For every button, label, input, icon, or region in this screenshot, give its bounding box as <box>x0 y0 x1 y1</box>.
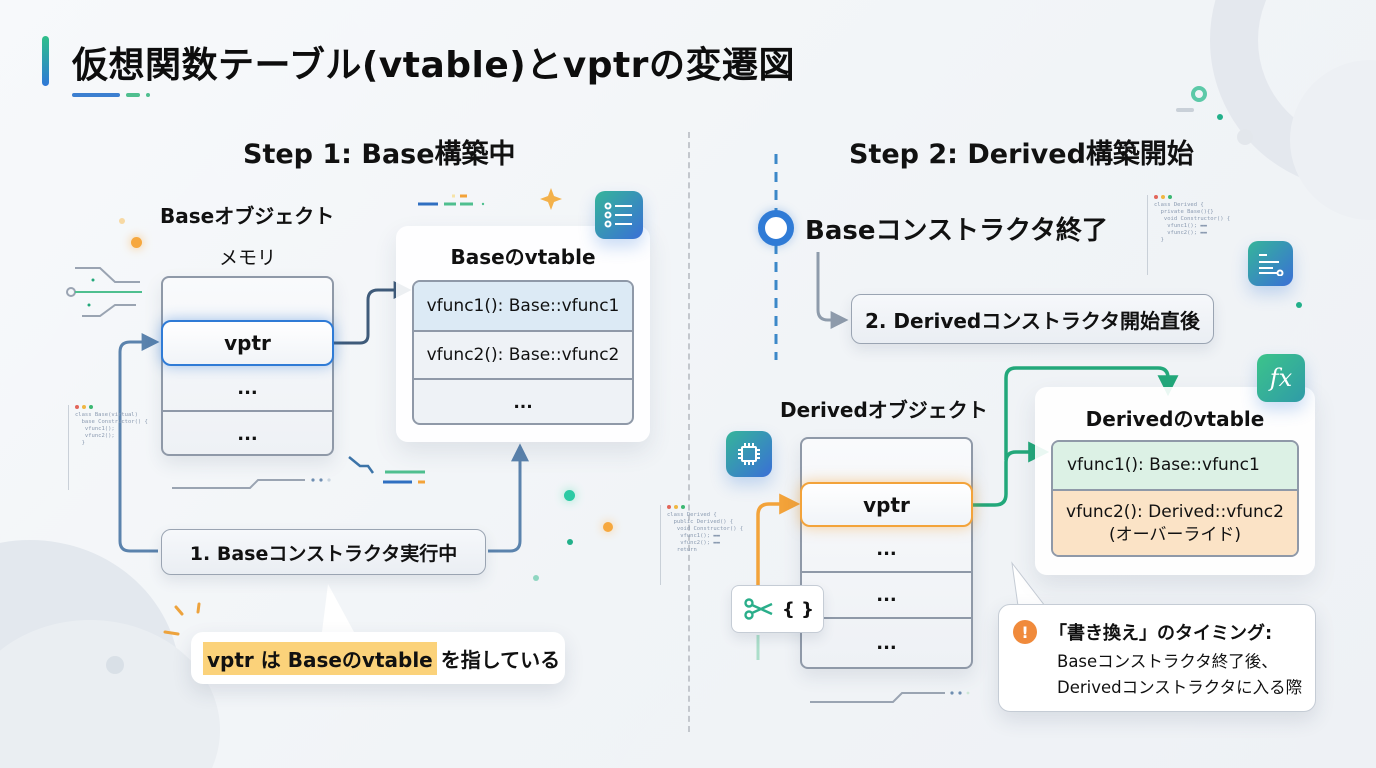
step2-callout: ! 「書き換え」のタイミング: Baseコンストラクタ終了後、 Derivedコ… <box>998 604 1316 712</box>
scissors-icon <box>744 598 773 620</box>
title-underline <box>72 93 150 97</box>
page-title: 仮想関数テーブル(vtable)とvptrの変遷図 <box>72 45 795 86</box>
decor-dot <box>567 539 573 545</box>
code-snippet-decor: class Base(virtual) base Constructor() {… <box>68 405 168 490</box>
step1-heading: Step 1: Base構築中 <box>243 139 516 170</box>
base-object-label: Baseオブジェクト <box>160 204 335 228</box>
list-icon <box>595 191 643 239</box>
base-vptr-cell[interactable]: vptr <box>161 320 334 366</box>
stage1-label: 1. Baseコンストラクタ実行中 <box>161 529 486 575</box>
derived-vtable: vfunc1(): Base::vfunc1 vfunc2(): Derived… <box>1051 440 1299 557</box>
vtable-row-override: vfunc2(): Derived::vfunc2 (オーバーライド) <box>1053 489 1297 555</box>
derived-vtable-card: Derivedのvtable vfunc1(): Base::vfunc1 vf… <box>1035 387 1315 575</box>
callout-heading: 「書き換え」のタイミング: <box>1049 623 1273 644</box>
step1-callout: vptr は Baseのvtable を指している <box>191 632 565 684</box>
callout-line2: Derivedコンストラクタに入る際 <box>1057 678 1303 697</box>
decor-dot <box>131 237 142 248</box>
chip-icon <box>726 431 772 477</box>
step2-heading: Step 2: Derived構築開始 <box>849 139 1194 170</box>
base-object-memory: ... ... <box>161 276 334 456</box>
timeline-node <box>758 210 794 246</box>
base-vtable: vfunc1(): Base::vfunc1 vfunc2(): Base::v… <box>412 280 634 425</box>
decor-dot <box>564 490 575 501</box>
decor-dot <box>106 656 124 674</box>
callout-highlight: vptr は Baseのvtable <box>203 641 437 675</box>
timeline-label: Baseコンストラクタ終了 <box>805 216 1108 246</box>
arrow-timeline-to-stage2 <box>816 252 849 329</box>
code-snippet-decor: class Derived { private Base(){} void Co… <box>1147 195 1262 275</box>
memory-cell: ... <box>163 410 332 456</box>
vtable-row: vfunc1(): Base::vfunc1 <box>414 282 632 330</box>
code-badge-text: { } <box>782 598 814 620</box>
memory-cell: ... <box>876 538 897 560</box>
decor-blob <box>0 620 220 768</box>
callout-tail <box>322 584 354 632</box>
title-accent-bar <box>42 36 49 86</box>
derived-object-label: Derivedオブジェクト <box>780 398 988 422</box>
derived-vtable-title: Derivedのvtable <box>1085 407 1265 431</box>
decor-dot <box>119 218 125 224</box>
callout-text: を指している <box>440 647 561 672</box>
base-vtable-card: Baseのvtable vfunc1(): Base::vfunc1 vfunc… <box>396 226 650 442</box>
settings-list-icon <box>1248 241 1293 286</box>
section-divider <box>688 132 690 732</box>
code-snippet-decor: class Derived { public Derived() { void … <box>660 505 765 585</box>
warning-icon: ! <box>1013 620 1037 644</box>
memory-label: メモリ <box>219 247 277 269</box>
callout-line1: Baseコンストラクタ終了後、 <box>1057 652 1278 671</box>
derived-object-memory: ... ... ... <box>800 437 973 669</box>
memory-cell: ... <box>802 617 971 667</box>
vtable-row: ... <box>414 378 632 423</box>
decor-dot <box>1296 302 1302 308</box>
function-icon: fx <box>1257 354 1305 402</box>
memory-cell: ... <box>802 571 971 617</box>
vtable-row: vfunc1(): Base::vfunc1 <box>1053 442 1297 489</box>
stage2-label: 2. Derivedコンストラクタ開始直後 <box>851 294 1214 344</box>
arrow-stage1-to-vtable <box>488 443 529 553</box>
code-badge: { } <box>731 585 824 633</box>
derived-vptr-cell[interactable]: vptr <box>800 482 973 527</box>
decor-dot <box>533 575 539 581</box>
memory-cell: ... <box>237 377 258 399</box>
base-vtable-title: Baseのvtable <box>450 245 596 269</box>
vtable-row: vfunc2(): Base::vfunc2 <box>414 330 632 378</box>
decor-dot <box>603 522 613 532</box>
